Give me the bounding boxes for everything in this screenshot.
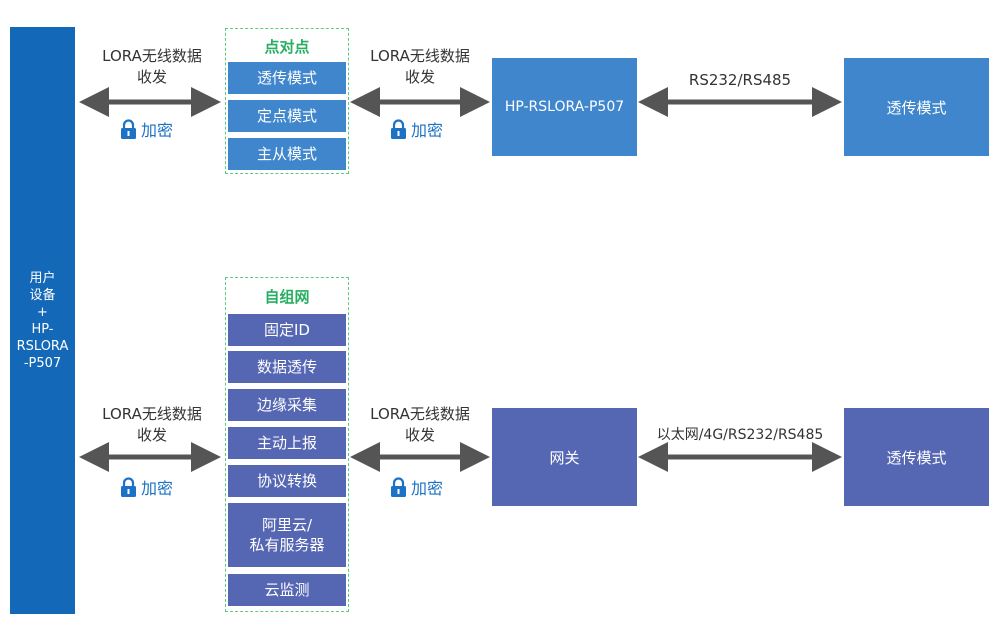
lock-icon (121, 119, 136, 139)
bottom-link1-label: LORA无线数据 收发 (102, 405, 202, 444)
bottom-item-4: 主动上报 (228, 427, 346, 459)
bottom-item-2: 数据透传 (228, 351, 346, 383)
top-link3-label: RS232/RS485 (688, 71, 792, 89)
bottom-item-7: 云监测 (228, 574, 346, 606)
bottom-target-box: 透传模式 (844, 408, 989, 506)
top-device-box: HP-RSLORA-P507 (492, 58, 637, 156)
bottom-item-1: 固定ID (228, 314, 346, 346)
bottom-group (225, 277, 349, 612)
top-group (225, 28, 349, 174)
bottom-group-title: 自组网 (264, 288, 310, 306)
lock-icon (121, 477, 136, 497)
user-device-panel: 用户 设备 + HP- RSLORA -P507 (10, 27, 75, 614)
top-item-3: 主从模式 (228, 138, 346, 170)
top-target-box: 透传模式 (844, 58, 989, 156)
bottom-link2-label: LORA无线数据 收发 (370, 405, 470, 444)
top-link1-label: LORA无线数据 收发 (102, 47, 202, 86)
bottom-item-6: 阿里云/ 私有服务器 (228, 503, 346, 567)
top-link2-label: LORA无线数据 收发 (370, 47, 470, 86)
bottom-link1-encrypt: 加密 (120, 475, 173, 499)
top-link2-encrypt: 加密 (390, 117, 443, 141)
lock-icon (391, 119, 406, 139)
user-device-label: 用户 设备 + HP- RSLORA -P507 (16, 270, 69, 371)
top-group-title: 点对点 (264, 38, 310, 56)
bottom-link3-label: 以太网/4G/RS232/RS485 (656, 427, 824, 443)
bottom-item-5: 协议转换 (228, 465, 346, 497)
bottom-gateway-box: 网关 (492, 408, 637, 506)
lock-icon (391, 477, 406, 497)
top-item-1: 透传模式 (228, 62, 346, 94)
bottom-item-3: 边缘采集 (228, 389, 346, 421)
top-item-2: 定点模式 (228, 100, 346, 132)
bottom-link2-encrypt: 加密 (390, 475, 443, 499)
top-link1-encrypt: 加密 (120, 117, 173, 141)
